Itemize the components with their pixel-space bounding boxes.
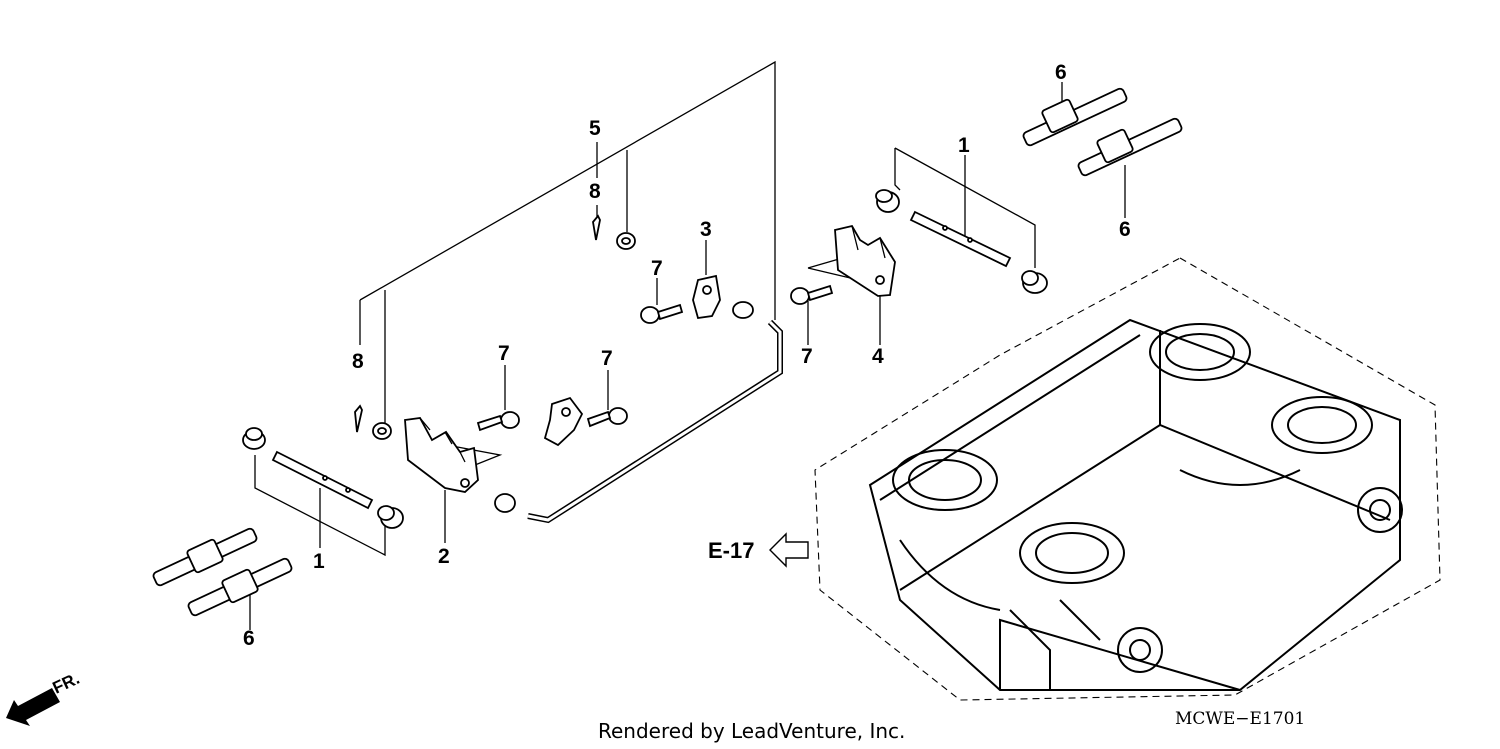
callout-2: 2 (438, 545, 450, 568)
reference-label[interactable]: E-17 (708, 538, 754, 563)
callout-6-left: 6 (243, 627, 255, 650)
callout-6-right: 6 (1119, 218, 1131, 241)
link-plate-center (543, 396, 584, 447)
callout-6-top: 6 (1055, 61, 1067, 84)
callout-numbers: 1 2 3 4 5 6 6 6 7 7 7 7 8 8 1 (243, 61, 1131, 650)
cotter-pins (354, 214, 601, 433)
bolts (476, 284, 834, 432)
callout-1-right: 1 (958, 134, 970, 157)
link-plate-3 (692, 274, 721, 320)
front-arrow-icon (6, 688, 60, 726)
callout-7-b: 7 (498, 342, 510, 365)
diagram-code: MCWE−E1701 (1175, 709, 1305, 729)
credit-text: Rendered by LeadVenture, Inc. (598, 719, 905, 743)
throttle-shaft-left (271, 450, 374, 510)
throttle-link-rod (527, 319, 783, 524)
throttle-body-assembly (814, 257, 1441, 701)
washers (372, 232, 636, 440)
arrow-left-icon (769, 532, 809, 568)
callout-5: 5 (589, 117, 601, 140)
leader-lines (249, 60, 1126, 630)
reference-e17[interactable]: E-17 (708, 532, 809, 568)
callout-1-left: 1 (313, 550, 325, 573)
collar-parts (242, 189, 1048, 529)
callout-7-c: 7 (601, 347, 613, 370)
callout-4: 4 (872, 345, 884, 368)
callout-7-a: 7 (651, 257, 663, 280)
adjust-screw-assemblies (152, 87, 1183, 617)
callout-3: 3 (700, 218, 712, 241)
front-direction-indicator: FR. (6, 669, 83, 726)
callout-7-d: 7 (801, 345, 813, 368)
callout-8-top: 8 (589, 180, 601, 203)
lever-bracket-4 (834, 224, 896, 297)
callout-8-left: 8 (352, 350, 364, 373)
throttle-shaft-right (909, 210, 1012, 268)
lever-bracket-2 (404, 417, 479, 493)
